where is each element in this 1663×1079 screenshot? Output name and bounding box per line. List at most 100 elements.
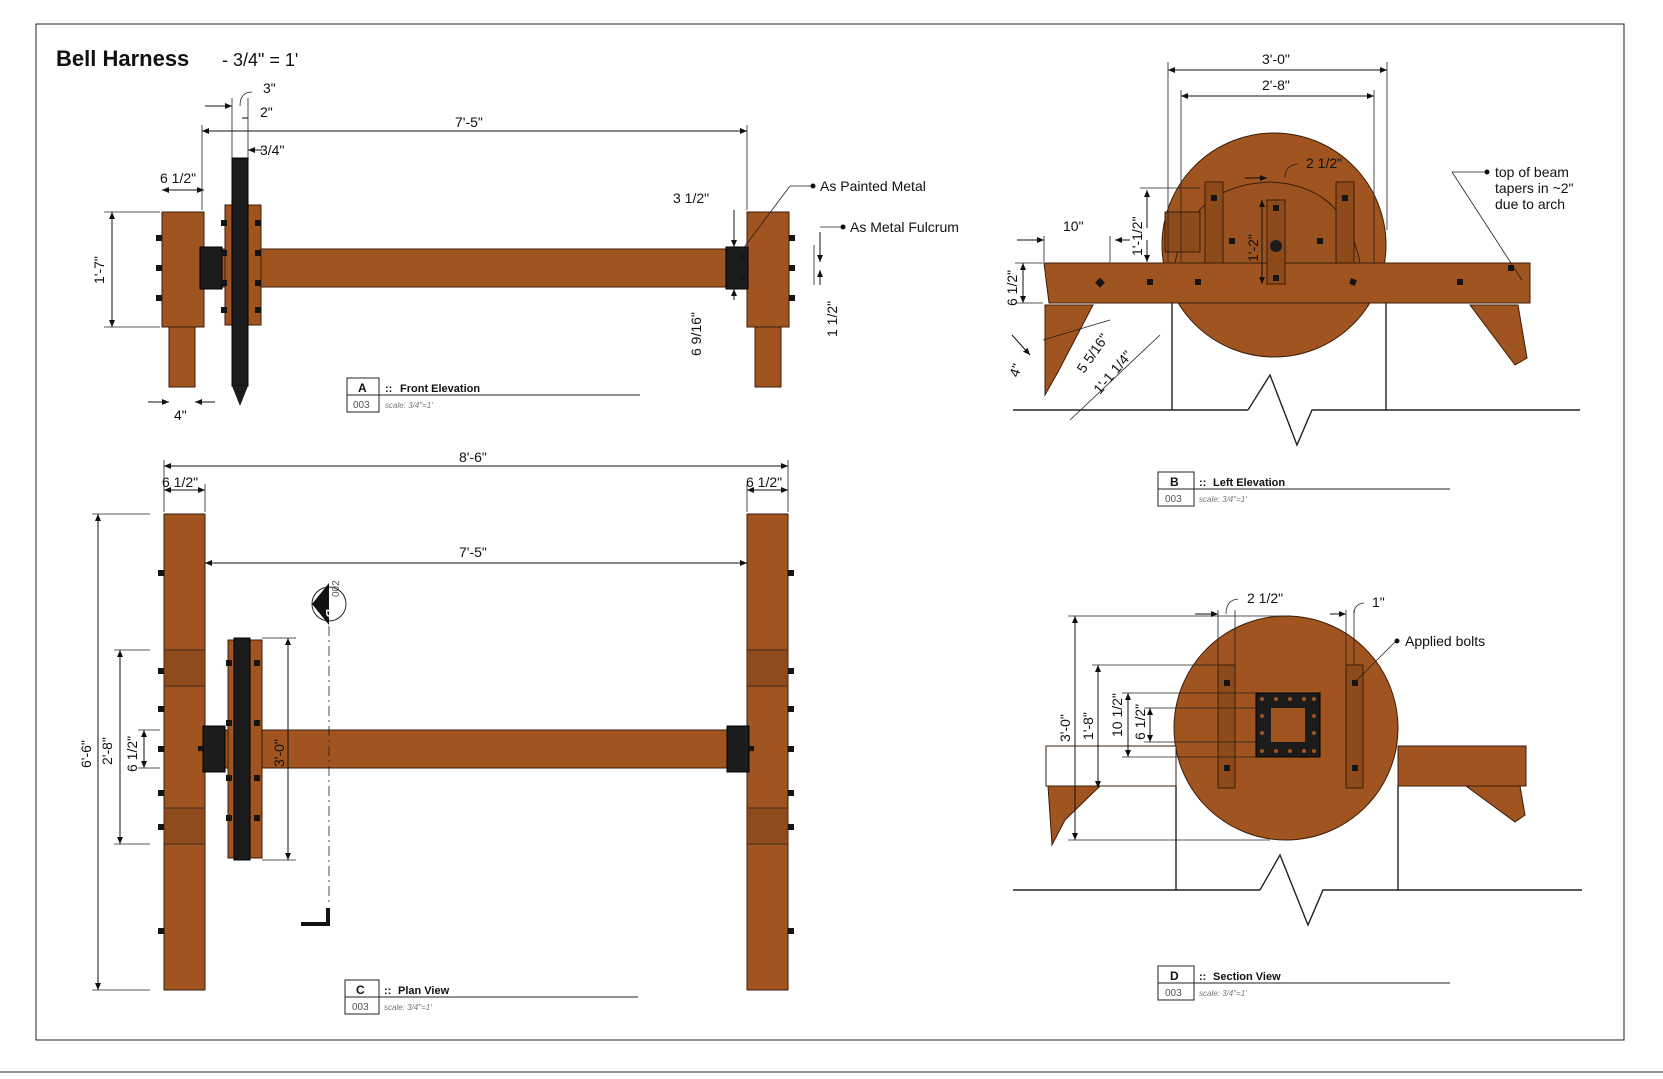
left-rail-shade-c [164, 650, 205, 686]
beam-d-left [1045, 745, 1177, 787]
view-label-c: C :: Plan View 003 scale: 3/4"=1' [344, 979, 638, 1015]
dim-a-1-7: 1'-7" [91, 256, 107, 284]
dim-c-6-1-2-vert: 6 1/2" [124, 736, 140, 772]
sheet-title: Bell Harness [56, 46, 189, 71]
note-taper-3: due to arch [1495, 196, 1565, 212]
right-bracket-c [726, 725, 750, 773]
bolts-d [1224, 680, 1358, 771]
dim-b-1-1-2-vert: 1'-1/2" [1129, 216, 1145, 256]
strap-right-d [1345, 664, 1364, 789]
view-label-a: A :: Front Elevation 003 scale: 3/4"=1' [346, 377, 640, 413]
dim-a-1-1-2: 1 1/2" [824, 301, 840, 337]
view-letter-b: B [1170, 475, 1179, 489]
dim-c-2-8: 2'-8" [99, 737, 115, 765]
dim-a-4: 4" [174, 407, 187, 423]
right-brace-b [1469, 304, 1528, 366]
dim-b-1-2: 1'-2" [1245, 234, 1261, 262]
dim-c-6-6: 6'-6" [78, 740, 94, 768]
note-taper-1: top of beam [1495, 164, 1569, 180]
dim-b-6-1-2: 6 1/2" [1004, 270, 1020, 306]
dim-d-1: 1" [1372, 594, 1385, 610]
top-beam-b [1043, 262, 1531, 304]
left-knee-b [1164, 211, 1201, 253]
axle-hole-d [1271, 708, 1305, 742]
view-sheet-c: 003 [352, 1002, 369, 1013]
view-scale-b: scale: 3/4"=1' [1199, 495, 1247, 504]
right-rail-shade-c2 [747, 808, 788, 844]
view-letter-d: D [1170, 969, 1179, 983]
note-painted-metal: As Painted Metal [820, 178, 926, 194]
dim-a-6-9-16: 6 9/16" [688, 312, 704, 356]
main-beam-c [204, 729, 748, 769]
dim-b-2-8: 2'-8" [1262, 77, 1290, 93]
left-brace-d [1047, 785, 1102, 847]
view-sep-c: :: [384, 985, 391, 997]
view-letter-a: A [358, 381, 367, 395]
wheel-plate-c [233, 637, 251, 861]
left-bracket-c [202, 725, 226, 773]
section-cut-corner [301, 908, 330, 926]
wheel-tip-a [232, 386, 248, 406]
dim-a-6-1-2: 6 1/2" [160, 170, 196, 186]
view-scale-d: scale: 3/4"=1' [1199, 989, 1247, 998]
note-taper-2: tapers in ~2" [1495, 180, 1574, 196]
view-sheet-d: 003 [1165, 988, 1182, 999]
view-scale-a: scale: 3/4"=1' [385, 401, 433, 410]
bolts-a [156, 220, 795, 313]
view-sep-d: :: [1199, 971, 1206, 983]
beam-d-right [1397, 745, 1527, 787]
section-marker-d: D 002 [311, 580, 347, 625]
view-sep-b: :: [1199, 477, 1206, 489]
dim-c-8-6: 8'-6" [459, 449, 487, 465]
dim-d-10-1-2: 10 1/2" [1109, 693, 1125, 737]
view-sheet-a: 003 [353, 400, 370, 411]
view-label-d: D :: Section View 003 scale: 3/4"=1' [1157, 965, 1450, 1001]
view-sep-a: :: [385, 383, 392, 395]
dim-c-3-0: 3'-0" [271, 739, 287, 767]
view-name-c: Plan View [398, 985, 450, 997]
yoke-left-b [1204, 181, 1224, 264]
dim-d-2-1-2: 2 1/2" [1247, 590, 1283, 606]
sheet-border [35, 23, 1625, 1041]
sheet-scale-note: - 3/4" = 1' [222, 50, 298, 70]
dim-a-2: 2" [260, 104, 273, 120]
section-marker-sheet: 002 [331, 580, 342, 597]
dim-b-10: 10" [1063, 218, 1084, 234]
dim-d-6-1-2: 6 1/2" [1132, 704, 1148, 740]
yoke-right-b [1335, 181, 1355, 264]
view-name-b: Left Elevation [1213, 477, 1285, 489]
section-view: 3'-0" 1'-8" 10 1/2" 6 1/2" 2 1/2" 1" App… [1013, 590, 1582, 1001]
view-sheet-b: 003 [1165, 494, 1182, 505]
view-scale-c: scale: 3/4"=1' [384, 1003, 432, 1012]
left-brace-b [1044, 304, 1094, 397]
dim-b-4: 4" [1006, 362, 1025, 379]
left-elevation-view: 3'-0" 2'-8" 2 1/2" 1'-1/2" 1'-2" 10" 6 1… [1004, 51, 1580, 507]
dim-d-3-0: 3'-0" [1057, 714, 1073, 742]
dim-d-1-8: 1'-8" [1080, 712, 1096, 740]
right-brace-d [1464, 785, 1526, 823]
main-beam-a [199, 248, 746, 288]
dim-a-3-4: 3/4" [260, 142, 284, 158]
view-name-d: Section View [1213, 971, 1281, 983]
right-rail-c [746, 513, 789, 991]
dim-c-6-1-2-left: 6 1/2" [162, 474, 198, 490]
bolts-c [158, 570, 794, 934]
front-elevation-view: 7'-5" 3" 2" 3/4" 6 1/2" 1'-7" 4" 3 1/2" … [91, 80, 959, 423]
axle-hole-b [1270, 240, 1282, 252]
dim-a-3-1-2: 3 1/2" [673, 190, 709, 206]
right-upright-leg-a [754, 326, 782, 388]
section-marker-letter: D [323, 609, 337, 618]
view-label-b: B :: Left Elevation 003 scale: 3/4"=1' [1157, 471, 1450, 507]
left-rail-shade-c2 [164, 808, 205, 844]
dim-b-3-0: 3'-0" [1262, 51, 1290, 67]
left-bracket-a [199, 246, 223, 290]
view-name-a: Front Elevation [400, 383, 480, 395]
right-rail-shade-c [747, 650, 788, 686]
dim-a-7-5: 7'-5" [455, 114, 483, 130]
dim-b-2-1-2: 2 1/2" [1306, 155, 1342, 171]
left-upright-leg-a [168, 326, 196, 388]
note-metal-fulcrum: As Metal Fulcrum [850, 219, 959, 235]
bell-wheel-plate-a [231, 157, 249, 387]
note-applied-bolts: Applied bolts [1405, 633, 1485, 649]
